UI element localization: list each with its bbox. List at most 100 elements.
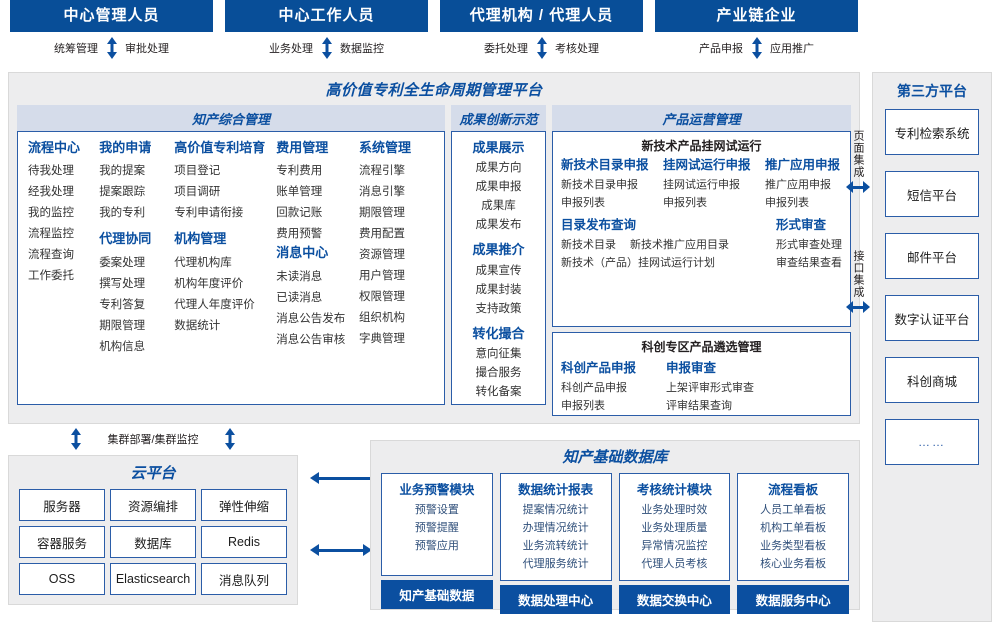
cloud-cell[interactable]: 服务器 (19, 489, 105, 521)
menu-item[interactable]: 代理人年度评价 (174, 298, 255, 311)
menu-item[interactable]: 我的专利 (99, 207, 146, 220)
third-party-item[interactable]: 科创商城 (885, 357, 979, 403)
menu-item[interactable]: 我的监控 (28, 207, 74, 220)
menu-item[interactable]: 新技术目录申报 (561, 179, 638, 191)
menu-item[interactable]: 新技术（产品）挂网试运行计划 (561, 257, 715, 269)
menu-item[interactable]: 专利费用 (276, 165, 323, 178)
database-footer[interactable]: 数据处理中心 (499, 585, 612, 614)
cloud-cell[interactable]: 资源编排 (110, 489, 196, 521)
menu-item[interactable]: 异常情况监控 (641, 540, 708, 552)
menu-item[interactable]: 成果宣传 (475, 264, 522, 277)
menu-item[interactable]: 业务处理时效 (641, 504, 708, 516)
third-party-item[interactable]: 邮件平台 (885, 233, 979, 279)
cloud-cell[interactable]: 消息队列 (201, 563, 287, 595)
menu-item[interactable]: 消息公告发布 (276, 312, 346, 325)
menu-item[interactable]: 业务类型看板 (760, 540, 827, 552)
menu-item[interactable]: 科创产品申报 (561, 382, 627, 394)
menu-item[interactable]: 消息公告审核 (276, 333, 346, 346)
menu-item[interactable]: 数据统计 (174, 319, 221, 332)
cloud-cell[interactable]: 容器服务 (19, 526, 105, 558)
menu-item[interactable]: 支持政策 (475, 302, 522, 315)
menu-item[interactable]: 期限管理 (358, 207, 405, 220)
menu-item[interactable]: 意向征集 (475, 347, 522, 360)
menu-item[interactable]: 费用配置 (358, 228, 405, 241)
menu-item[interactable]: 我的提案 (99, 165, 146, 178)
menu-item[interactable]: 人员工单看板 (760, 504, 827, 516)
menu-item[interactable]: 流程查询 (28, 249, 74, 262)
menu-item[interactable]: 形式审查处理 (776, 239, 842, 251)
menu-item[interactable]: 撮合服务 (475, 366, 522, 379)
menu-item[interactable]: 回款记账 (276, 207, 323, 220)
menu-item[interactable]: 预警设置 (414, 504, 459, 516)
menu-item[interactable]: 评审结果查询 (666, 400, 732, 412)
third-party-item-more[interactable]: …… (885, 419, 979, 465)
menu-item[interactable]: 组织机构 (358, 312, 405, 325)
menu-item[interactable]: 审查结果查看 (776, 257, 842, 269)
menu-item[interactable]: 核心业务看板 (760, 558, 827, 570)
actor-card[interactable]: 中心工作人员 业务处理 数据监控 (225, 0, 428, 70)
menu-item[interactable]: 撰写处理 (99, 277, 146, 290)
menu-item[interactable]: 申报列表 (561, 400, 605, 412)
third-party-item[interactable]: 数字认证平台 (885, 295, 979, 341)
database-footer[interactable]: 数据交换中心 (618, 585, 731, 614)
third-party-item[interactable]: 专利检索系统 (885, 109, 979, 155)
menu-item[interactable]: 资源管理 (358, 249, 405, 262)
menu-item[interactable]: 委案处理 (99, 256, 146, 269)
menu-item[interactable]: 新技术推广应用目录 (630, 239, 729, 251)
menu-item[interactable]: 项目登记 (174, 165, 221, 178)
menu-item[interactable]: 权限管理 (358, 291, 405, 304)
database-footer[interactable]: 数据服务中心 (737, 585, 849, 614)
menu-item[interactable]: 预警应用 (414, 540, 459, 552)
cloud-cell[interactable]: Redis (201, 526, 287, 558)
cloud-cell[interactable]: 弹性伸缩 (201, 489, 287, 521)
menu-item[interactable]: 字典管理 (358, 333, 405, 346)
menu-item[interactable]: 期限管理 (99, 319, 146, 332)
menu-item[interactable]: 申报列表 (765, 197, 809, 209)
menu-item[interactable]: 用户管理 (358, 270, 405, 283)
menu-item[interactable]: 消息引擎 (358, 186, 405, 199)
menu-item[interactable]: 工作委托 (28, 270, 74, 283)
menu-item[interactable]: 已读消息 (276, 291, 323, 304)
menu-item[interactable]: 专利答复 (99, 298, 146, 311)
menu-item[interactable]: 机构信息 (99, 340, 146, 353)
menu-item[interactable]: 提案情况统计 (522, 504, 589, 516)
actor-card[interactable]: 产业链企业 产品申报 应用推广 (655, 0, 858, 70)
menu-item[interactable]: 成果封装 (475, 283, 522, 296)
cloud-cell[interactable]: 数据库 (110, 526, 196, 558)
menu-item[interactable]: 项目调研 (174, 186, 221, 199)
menu-item[interactable]: 推广应用申报 (765, 179, 831, 191)
actor-card[interactable]: 代理机构 / 代理人员 委托处理 考核处理 (440, 0, 643, 70)
menu-item[interactable]: 专利申请衔接 (174, 207, 244, 220)
menu-item[interactable]: 成果发布 (475, 219, 522, 232)
menu-item[interactable]: 流程引擎 (358, 165, 405, 178)
menu-item[interactable]: 机构工单看板 (760, 522, 827, 534)
menu-item[interactable]: 提案跟踪 (99, 186, 146, 199)
menu-item[interactable]: 代理机构库 (174, 256, 232, 269)
menu-item[interactable]: 待我处理 (28, 165, 74, 178)
cloud-cell[interactable]: Elasticsearch (110, 563, 196, 595)
menu-item[interactable]: 预警提醒 (414, 522, 459, 534)
menu-item[interactable]: 成果申报 (475, 181, 522, 194)
menu-item[interactable]: 业务流转统计 (522, 540, 589, 552)
menu-item[interactable]: 经我处理 (28, 186, 74, 199)
menu-item[interactable]: 费用预警 (276, 228, 323, 241)
menu-item[interactable]: 新技术目录 (561, 239, 616, 251)
menu-item[interactable]: 机构年度评价 (174, 277, 244, 290)
menu-item[interactable]: 未读消息 (276, 270, 323, 283)
menu-item[interactable]: 办理情况统计 (522, 522, 589, 534)
menu-item[interactable]: 账单管理 (276, 186, 323, 199)
menu-item[interactable]: 流程监控 (28, 228, 74, 241)
menu-item[interactable]: 上架评审形式审查 (666, 382, 754, 394)
menu-item[interactable]: 申报列表 (663, 197, 707, 209)
menu-item[interactable]: 转化备案 (475, 385, 522, 398)
menu-item[interactable]: 业务处理质量 (641, 522, 708, 534)
third-party-item[interactable]: 短信平台 (885, 171, 979, 217)
menu-item[interactable]: 成果方向 (475, 162, 522, 175)
database-footer[interactable]: 知产基础数据 (381, 580, 493, 609)
menu-item[interactable]: 挂网试运行申报 (663, 179, 740, 191)
actor-card[interactable]: 中心管理人员 统筹管理 审批处理 (10, 0, 213, 70)
menu-item[interactable]: 代理人员考核 (641, 558, 708, 570)
menu-item[interactable]: 申报列表 (561, 197, 605, 209)
menu-item[interactable]: 代理服务统计 (522, 558, 589, 570)
menu-item[interactable]: 成果库 (481, 200, 516, 213)
